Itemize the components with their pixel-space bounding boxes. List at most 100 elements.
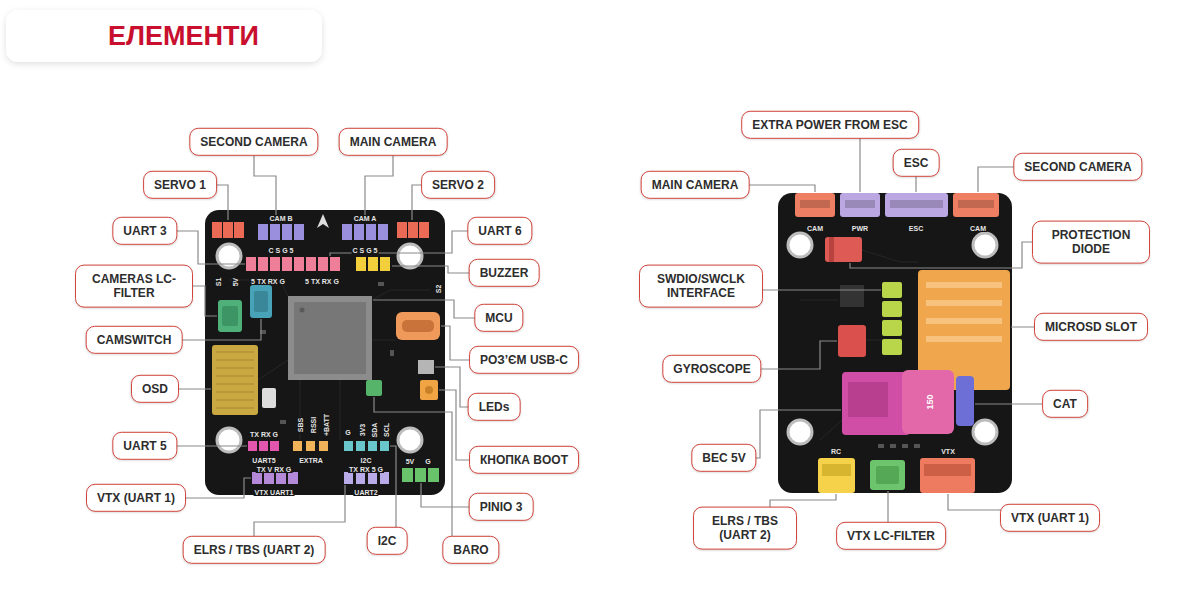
silkscreen-holder: SDA [364, 422, 380, 439]
callout-text: MCU [485, 311, 512, 325]
silkscreen-label: CAM B [269, 215, 294, 222]
callout-box: UART 3 [112, 217, 177, 245]
callout-text: SERVO 2 [432, 178, 484, 192]
callout-box: SERVO 1 [143, 171, 217, 199]
callout-text: MAIN CAMERA [350, 135, 437, 149]
callout-box: РОЗ’ЄМ USB-C [469, 346, 579, 374]
back-board [778, 193, 1012, 493]
callout-box: BARO [442, 536, 499, 564]
silkscreen-holder: 5 TX RX G [250, 271, 286, 287]
silkscreen-label: PWR [851, 225, 869, 232]
callout-box: SECOND CAMERA [1013, 153, 1142, 181]
silkscreen-label: TX V RX G [256, 466, 293, 473]
silkscreen-holder: TX RX 5 G [348, 459, 384, 475]
silkscreen-label: CAM [969, 225, 987, 232]
callout-box: UART 5 [112, 432, 177, 460]
title-pill [6, 10, 322, 62]
silkscreen-holder: TX V RX G [256, 459, 293, 475]
callout-box: MAIN CAMERA [339, 128, 448, 156]
callout-text: CAMERAS LC-FILTER [86, 272, 182, 301]
callout-text: BUZZER [480, 266, 529, 280]
callout-box: CAT [1042, 390, 1088, 418]
silkscreen-label: 3V3 [359, 423, 366, 437]
callout-box: I2C [367, 527, 408, 555]
callout-text: BARO [453, 543, 488, 557]
silkscreen-label: 150 [926, 393, 935, 410]
callout-text: VTX LC-FILTER [847, 529, 935, 543]
silkscreen-holder: UART2 [353, 482, 378, 498]
callout-text: ELRS / TBS (UART 2) [704, 514, 786, 543]
callout-box: MICROSD SLOT [1034, 313, 1148, 341]
silkscreen-label: TX RX 5 G [348, 466, 384, 473]
callout-box: PROTECTION DIODE [1032, 221, 1150, 264]
callout-box: SERVO 2 [421, 171, 495, 199]
page-title: ЕЛЕМЕНТИ [108, 21, 259, 51]
callout-box: CAMERAS LC-FILTER [75, 265, 193, 308]
title-holder: ЕЛЕМЕНТИ [108, 21, 259, 52]
callout-text: LEDs [479, 400, 510, 414]
silkscreen-holder: CAM B [269, 208, 294, 224]
callout-text: SECOND CAMERA [1024, 160, 1131, 174]
silkscreen-label: VTX [940, 448, 956, 455]
callout-text: ELRS / TBS (UART 2) [194, 543, 315, 557]
callout-text: UART 5 [123, 439, 166, 453]
callout-text: UART 6 [478, 224, 521, 238]
callout-box: BUZZER [469, 259, 540, 287]
silkscreen-holder: C S G 5 [268, 240, 295, 256]
callout-text: CAT [1053, 397, 1077, 411]
silkscreen-holder: S2 [428, 284, 444, 295]
silkscreen-holder: SBS [290, 417, 306, 433]
callout-text: SECOND CAMERA [200, 135, 307, 149]
silkscreen-holder: RSSI [303, 416, 319, 434]
silkscreen-label: S2 [435, 284, 442, 295]
callout-text: OSD [142, 382, 168, 396]
silkscreen-label: TX RX G [249, 431, 279, 438]
silkscreen-label: VTX UART1 [254, 489, 295, 496]
silkscreen-holder: SCL [376, 422, 392, 438]
silkscreen-label: EXTRA [298, 457, 324, 464]
silkscreen-holder: S1 [208, 277, 224, 288]
silkscreen-label: C S G 5 [352, 247, 379, 254]
silkscreen-label: UART5 [251, 457, 276, 464]
callout-box: VTX (UART 1) [86, 484, 186, 512]
callout-box: CAMSWITCH [86, 326, 183, 354]
silkscreen-holder: 5 TX RX G [304, 271, 340, 287]
callout-text: UART 3 [123, 224, 166, 238]
callout-box: ELRS / TBS (UART 2) [183, 536, 326, 564]
callout-text: MICROSD SLOT [1045, 320, 1137, 334]
callout-box: PINIO 3 [469, 493, 534, 521]
callout-text: GYROSCOPE [673, 362, 750, 376]
callout-box: ELRS / TBS (UART 2) [693, 507, 797, 550]
silkscreen-label: SCL [383, 422, 390, 438]
callout-box: LEDs [468, 393, 521, 421]
silkscreen-holder: 3V3 [352, 423, 368, 437]
callout-text: CAMSWITCH [97, 333, 172, 347]
callout-box: VTX (UART 1) [1000, 504, 1100, 532]
silkscreen-holder: C S G 5 [352, 240, 379, 256]
callout-box: GYROSCOPE [662, 355, 761, 383]
silkscreen-label: CAM [806, 225, 824, 232]
callout-box: ESC [893, 149, 940, 177]
silkscreen-holder: 150 [920, 393, 936, 410]
silkscreen-holder: 5V [405, 451, 416, 467]
silkscreen-label: RSSI [310, 416, 317, 434]
silkscreen-holder: VTX [940, 441, 956, 457]
silkscreen-label: G [344, 429, 351, 436]
silkscreen-label: 5V [405, 458, 416, 465]
silkscreen-holder: EXTRA [298, 450, 324, 466]
silkscreen-holder: CAM [806, 218, 824, 234]
silkscreen-holder: VTX UART1 [254, 482, 295, 498]
callout-text: SERVO 1 [154, 178, 206, 192]
silkscreen-label: 5 TX RX G [304, 278, 340, 285]
silkscreen-holder: I2C [360, 450, 373, 466]
silkscreen-label: UART2 [353, 489, 378, 496]
callout-box: OSD [131, 375, 179, 403]
silkscreen-label: C S G 5 [268, 247, 295, 254]
silkscreen-holder: PWR [851, 218, 869, 234]
silkscreen-holder: RC [830, 441, 842, 457]
silkscreen-holder: ESC [908, 218, 924, 234]
callout-box: SECOND CAMERA [189, 128, 318, 156]
callout-text: РОЗ’ЄМ USB-C [480, 353, 568, 367]
callout-text: VTX (UART 1) [97, 491, 175, 505]
silkscreen-label: CAM A [353, 215, 378, 222]
